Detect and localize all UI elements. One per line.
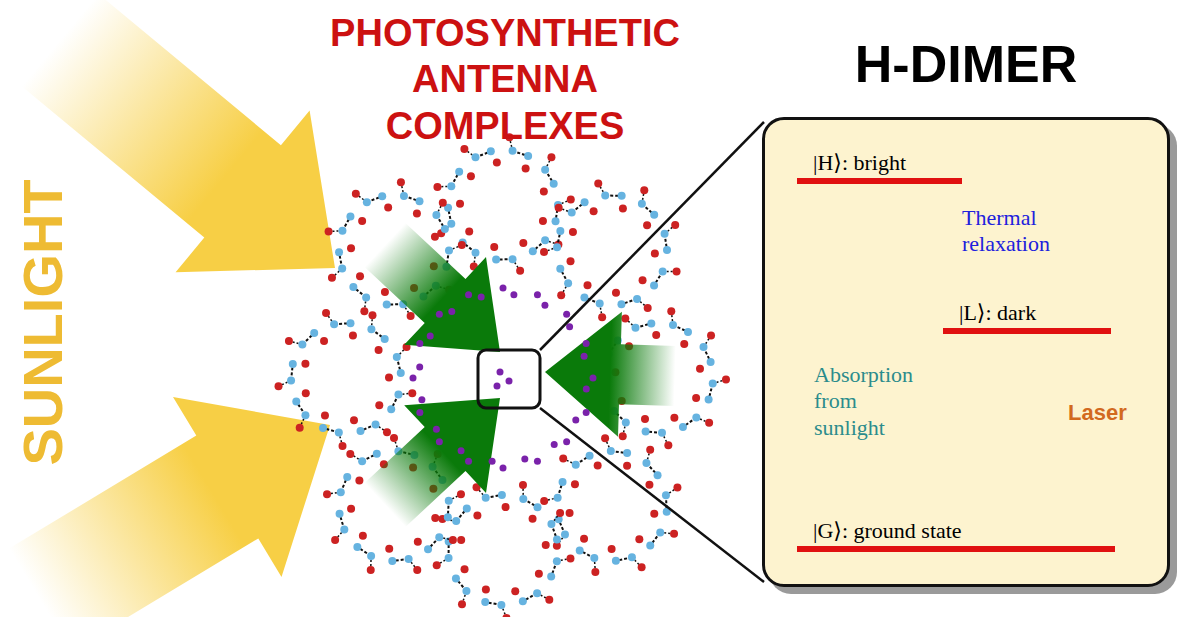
sunlight-arrows (9, 0, 335, 617)
energy-level: |G⟩: ground state (797, 518, 1115, 552)
big-arrow (365, 398, 500, 527)
antenna-rings (275, 133, 730, 617)
zoom-line (540, 408, 764, 582)
zoom-line (540, 122, 764, 350)
big-arrow (545, 312, 676, 437)
energy-level: |L⟩: dark (943, 300, 1111, 334)
level-label: |L⟩: dark (959, 300, 1107, 326)
level-label: |H⟩: bright (813, 150, 958, 176)
big-arrow (365, 223, 500, 352)
level-label: |G⟩: ground state (813, 518, 1111, 544)
side-title: SUNLIGHT (10, 168, 75, 478)
section-title: PHOTOSYNTHETIC ANTENNA COMPLEXES (290, 10, 720, 149)
transition-label: Thermal relaxation (962, 205, 1102, 258)
transition-label: Laser (1068, 400, 1158, 426)
core-ring (410, 285, 597, 472)
panel-heading: H-DIMER (765, 34, 1167, 94)
energy-level: |H⟩: bright (797, 150, 962, 184)
energy-transfer-arrows (365, 223, 676, 527)
zoom-square (478, 350, 540, 408)
dimer-panel: H-DIMER|H⟩: bright|L⟩: dark|G⟩: ground s… (762, 117, 1170, 587)
transition-label: Absorption from sunlight (814, 362, 932, 441)
